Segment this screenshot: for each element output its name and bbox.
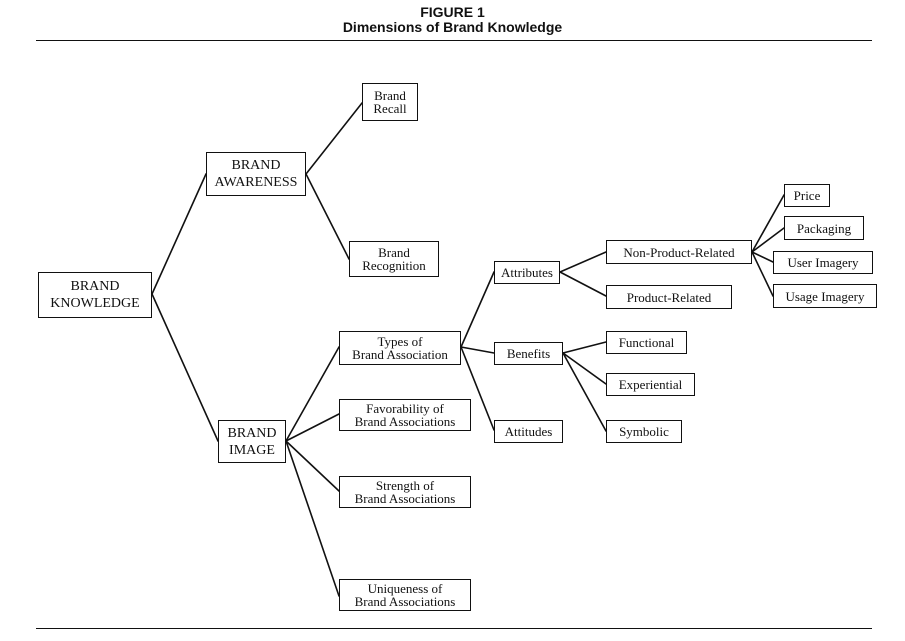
edge-nonproduct-price bbox=[751, 194, 785, 253]
node-line: Recall bbox=[373, 101, 407, 116]
node-line: Price bbox=[793, 188, 821, 203]
edge-knowledge-image bbox=[151, 293, 219, 442]
node-line: KNOWLEDGE bbox=[50, 296, 140, 311]
node-uniqueness-of-brand-associations: Uniqueness of Brand Associations bbox=[339, 579, 471, 611]
node-line: Strength of bbox=[375, 478, 435, 493]
node-line: BRAND bbox=[231, 158, 281, 173]
edge-attributes-nonproduct bbox=[559, 251, 607, 273]
node-line: Product-Related bbox=[626, 289, 712, 305]
node-line: Symbolic bbox=[619, 424, 669, 439]
node-line: Brand Associations bbox=[354, 414, 456, 429]
edge-benefits-functional bbox=[562, 341, 607, 354]
node-line: Brand Associations bbox=[354, 491, 456, 506]
node-experiential: Experiential bbox=[606, 373, 695, 396]
node-strength-of-brand-associations: Strength of Brand Associations bbox=[339, 476, 471, 508]
node-attributes: Attributes bbox=[494, 261, 560, 284]
node-product-related: Product-Related bbox=[606, 285, 732, 309]
node-benefits: Benefits bbox=[494, 342, 563, 365]
node-line: Functional bbox=[618, 335, 675, 350]
edge-types-attributes bbox=[460, 271, 495, 348]
node-line: User Imagery bbox=[787, 255, 859, 270]
node-types-of-brand-association: Types of Brand Association bbox=[339, 331, 461, 365]
node-line: Experiential bbox=[618, 377, 683, 392]
node-price: Price bbox=[784, 184, 830, 207]
node-brand-recall: Brand Recall bbox=[362, 83, 418, 121]
node-line: Benefits bbox=[506, 346, 551, 361]
node-line: Brand bbox=[378, 245, 410, 260]
edge-benefits-symbolic bbox=[562, 352, 607, 432]
node-favorability-of-brand-associations: Favorability of Brand Associations bbox=[339, 399, 471, 431]
node-line: Attitudes bbox=[504, 424, 553, 439]
node-symbolic: Symbolic bbox=[606, 420, 682, 443]
node-line: Uniqueness of bbox=[367, 581, 443, 596]
figure-title: Dimensions of Brand Knowledge bbox=[342, 19, 563, 35]
edge-knowledge-awareness bbox=[151, 173, 207, 295]
edge-types-benefits bbox=[460, 346, 495, 354]
node-line: Recognition bbox=[362, 258, 426, 273]
node-functional: Functional bbox=[606, 331, 687, 354]
edge-benefits-experiential bbox=[562, 352, 607, 385]
node-line: BRAND bbox=[227, 425, 277, 441]
node-line: Non-Product-Related bbox=[623, 244, 735, 260]
node-line: Brand Association bbox=[352, 347, 448, 362]
bottom-rule bbox=[36, 628, 872, 629]
edge-nonproduct-packaging bbox=[751, 227, 785, 253]
edge-image-strength bbox=[285, 440, 340, 492]
node-user-imagery: User Imagery bbox=[773, 251, 873, 274]
edge-attributes-product bbox=[559, 271, 607, 297]
node-usage-imagery: Usage Imagery bbox=[773, 284, 877, 308]
node-line: Packaging bbox=[796, 220, 852, 236]
node-line: AWARENESS bbox=[214, 175, 298, 190]
node-brand-image: BRAND IMAGE bbox=[218, 420, 286, 463]
node-line: Brand bbox=[374, 88, 406, 103]
figure-number: FIGURE 1 bbox=[420, 4, 485, 20]
edge-types-attitudes bbox=[460, 346, 495, 431]
node-line: IMAGE bbox=[229, 442, 275, 458]
node-brand-knowledge: BRAND KNOWLEDGE bbox=[38, 272, 152, 318]
edge-image-types bbox=[285, 346, 340, 442]
node-brand-awareness: BRAND AWARENESS bbox=[206, 152, 306, 196]
edge-nonproduct-userimagery bbox=[751, 251, 774, 263]
edge-awareness-recognition bbox=[305, 173, 350, 260]
edge-nonproduct-usageimagery bbox=[751, 251, 774, 297]
node-non-product-related: Non-Product-Related bbox=[606, 240, 752, 264]
edge-image-uniqueness bbox=[285, 440, 340, 597]
node-line: Favorability of bbox=[366, 401, 444, 416]
node-line: Types of bbox=[377, 334, 423, 349]
node-packaging: Packaging bbox=[784, 216, 864, 240]
node-brand-recognition: Brand Recognition bbox=[349, 241, 439, 277]
top-rule bbox=[36, 40, 872, 41]
node-attitudes: Attitudes bbox=[494, 420, 563, 443]
node-line: Attributes bbox=[501, 265, 553, 280]
node-line: Usage Imagery bbox=[785, 288, 865, 304]
node-line: BRAND bbox=[70, 279, 120, 294]
edge-image-favorability bbox=[285, 413, 340, 442]
node-line: Brand Associations bbox=[354, 594, 456, 609]
edge-awareness-recall bbox=[305, 102, 363, 175]
